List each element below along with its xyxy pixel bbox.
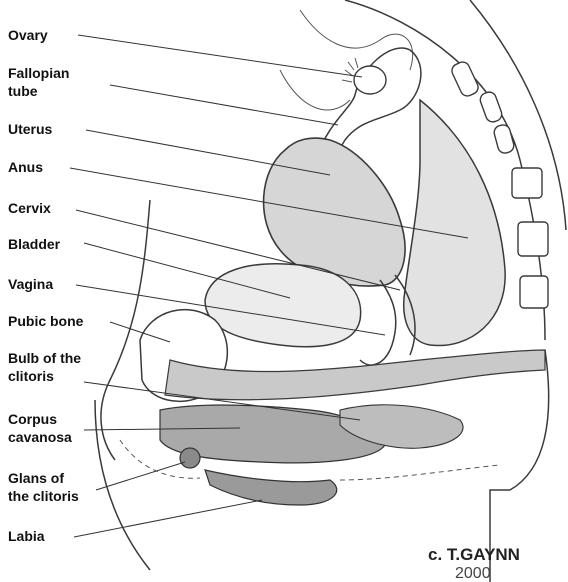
label-bulb-of-the-clitoris: Bulb of the clitoris [8, 350, 85, 384]
rectum-shape [404, 100, 505, 346]
label-labia: Labia [8, 528, 45, 544]
vaginal-canal [360, 280, 396, 365]
label-pubic-bone: Pubic bone [8, 313, 84, 329]
thigh-outline [95, 400, 150, 570]
label-corpus-cavanosa: Corpus cavanosa [8, 411, 72, 445]
glans-shape [180, 448, 200, 468]
label-cervix: Cervix [8, 200, 51, 216]
labia-shape [205, 470, 337, 505]
intestine-loop-2 [280, 70, 350, 110]
abdomen-outline [101, 200, 150, 460]
label-vagina: Vagina [8, 276, 53, 292]
label-bladder: Bladder [8, 236, 61, 252]
label-uterus: Uterus [8, 121, 53, 137]
bladder-shape [205, 264, 361, 347]
leader-labia [74, 500, 262, 537]
label-ovary: Ovary [8, 27, 48, 43]
leader-ovary [78, 35, 362, 77]
credit-year: 2000 [455, 565, 491, 582]
illustration [95, 0, 566, 582]
leader-fallopian-tube [110, 85, 338, 125]
credit: c. T.GAYNN 2000 [428, 545, 520, 582]
label-anus: Anus [8, 159, 43, 175]
credit-name: c. T.GAYNN [428, 545, 520, 564]
perineum-outline-2 [340, 465, 500, 480]
label-fallopian-tube: Fallopian tube [8, 65, 73, 99]
labels: Ovary Fallopian tube Uterus Anus Cervix … [8, 27, 85, 544]
label-glans-of-the-clitoris: Glans of the clitoris [8, 470, 79, 504]
ovary-shape [354, 66, 386, 94]
